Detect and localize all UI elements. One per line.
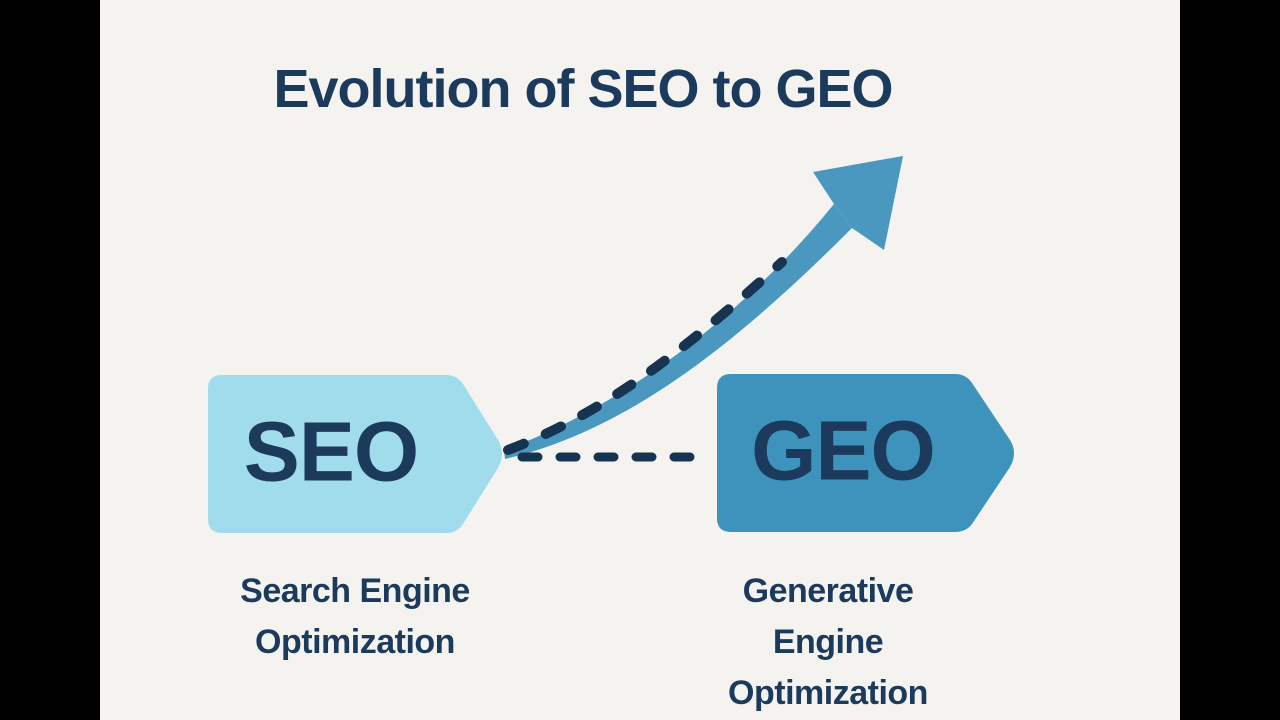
letterbox-left: [0, 0, 100, 720]
seo-badge-text: SEO: [243, 404, 419, 499]
geo-caption: Generative Engine Optimization: [728, 566, 928, 719]
seo-badge: [208, 375, 502, 533]
caption-line: Optimization: [728, 674, 928, 712]
geo-badge: [717, 374, 1014, 532]
seo-caption: Search Engine Optimization: [240, 566, 470, 668]
growth-dashed-curve-icon: [503, 257, 787, 455]
letterbox-right: [1180, 0, 1280, 720]
caption-line: Optimization: [255, 623, 455, 661]
caption-line: Engine: [772, 623, 884, 661]
growth-arrow-shaft-icon: [504, 204, 852, 459]
caption-line: Generative: [742, 572, 914, 610]
caption-line: Search Engine: [240, 572, 470, 610]
diagram-graphics: [208, 156, 1014, 533]
infographic-canvas: Evolution of SEO to GEO SEO GEO Search E…: [100, 0, 1180, 720]
growth-arrow-head-icon: [813, 156, 903, 250]
page-title: Evolution of SEO to GEO: [273, 59, 894, 119]
geo-badge-text: GEO: [751, 403, 936, 498]
